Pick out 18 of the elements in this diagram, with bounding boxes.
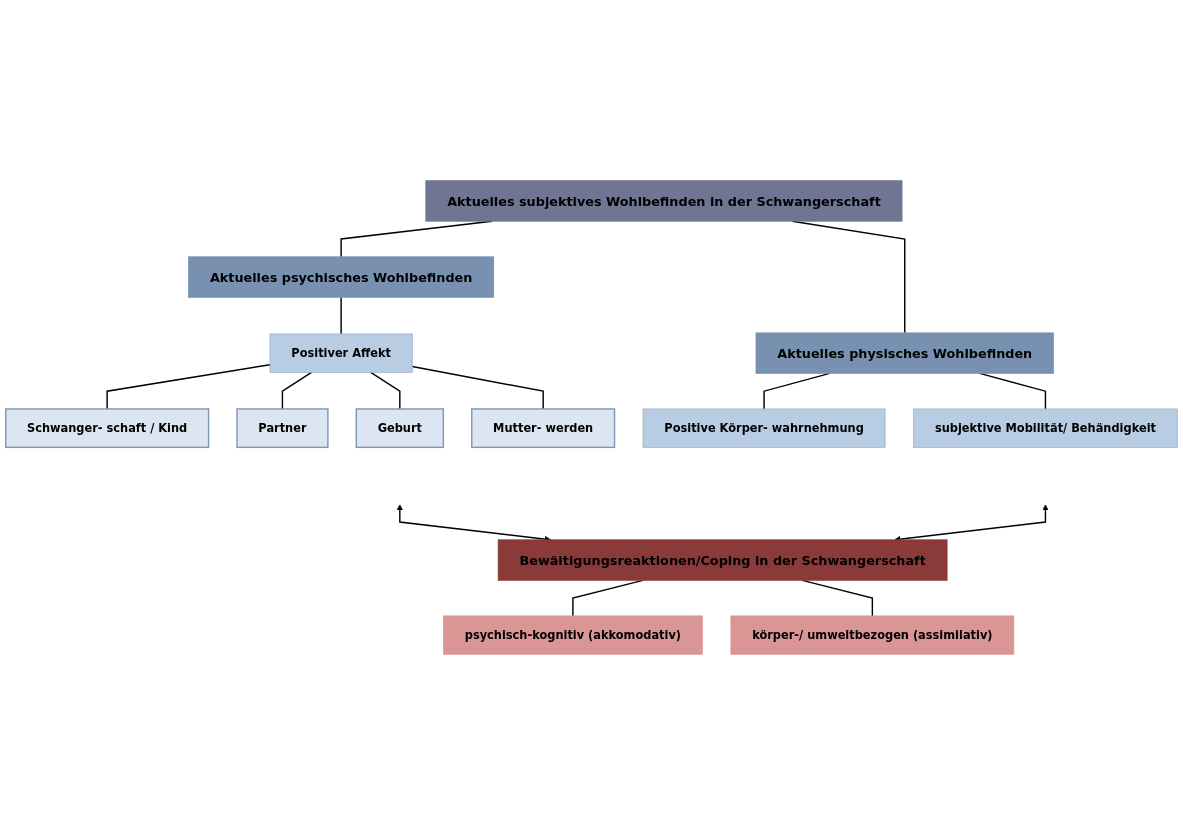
node-box: Aktuelles psychisches Wohlbefinden (188, 256, 495, 298)
node-box: körper-/ umweltbezogen (assimilativ) (730, 615, 1015, 655)
node-box: Positiver Affekt (269, 333, 413, 373)
node-box: Schwanger- schaft / Kind (5, 408, 210, 449)
node-box: Aktuelles physisches Wohlbefinden (755, 332, 1054, 374)
node-box: Mutter- werden (471, 408, 616, 449)
connector (370, 371, 401, 410)
node-box: Geburt (355, 408, 445, 449)
node-box: Positive Körper- wahrnehmung (642, 408, 886, 448)
connector (340, 296, 342, 335)
node-box: psychisch-kognitiv (akkomodativ) (443, 615, 703, 655)
node-box: subjektive Mobilität/ Behändigkeit (913, 408, 1178, 448)
node-box: Partner (236, 408, 329, 449)
node-box: Aktuelles subjektives Wohlbefinden in der Schwangerschaft (425, 180, 903, 222)
connector (411, 365, 544, 410)
connector (106, 364, 271, 410)
connector (281, 371, 313, 410)
node-box: Bewältigungsreaktionen/Coping in der Schwangerschaft (497, 539, 948, 581)
